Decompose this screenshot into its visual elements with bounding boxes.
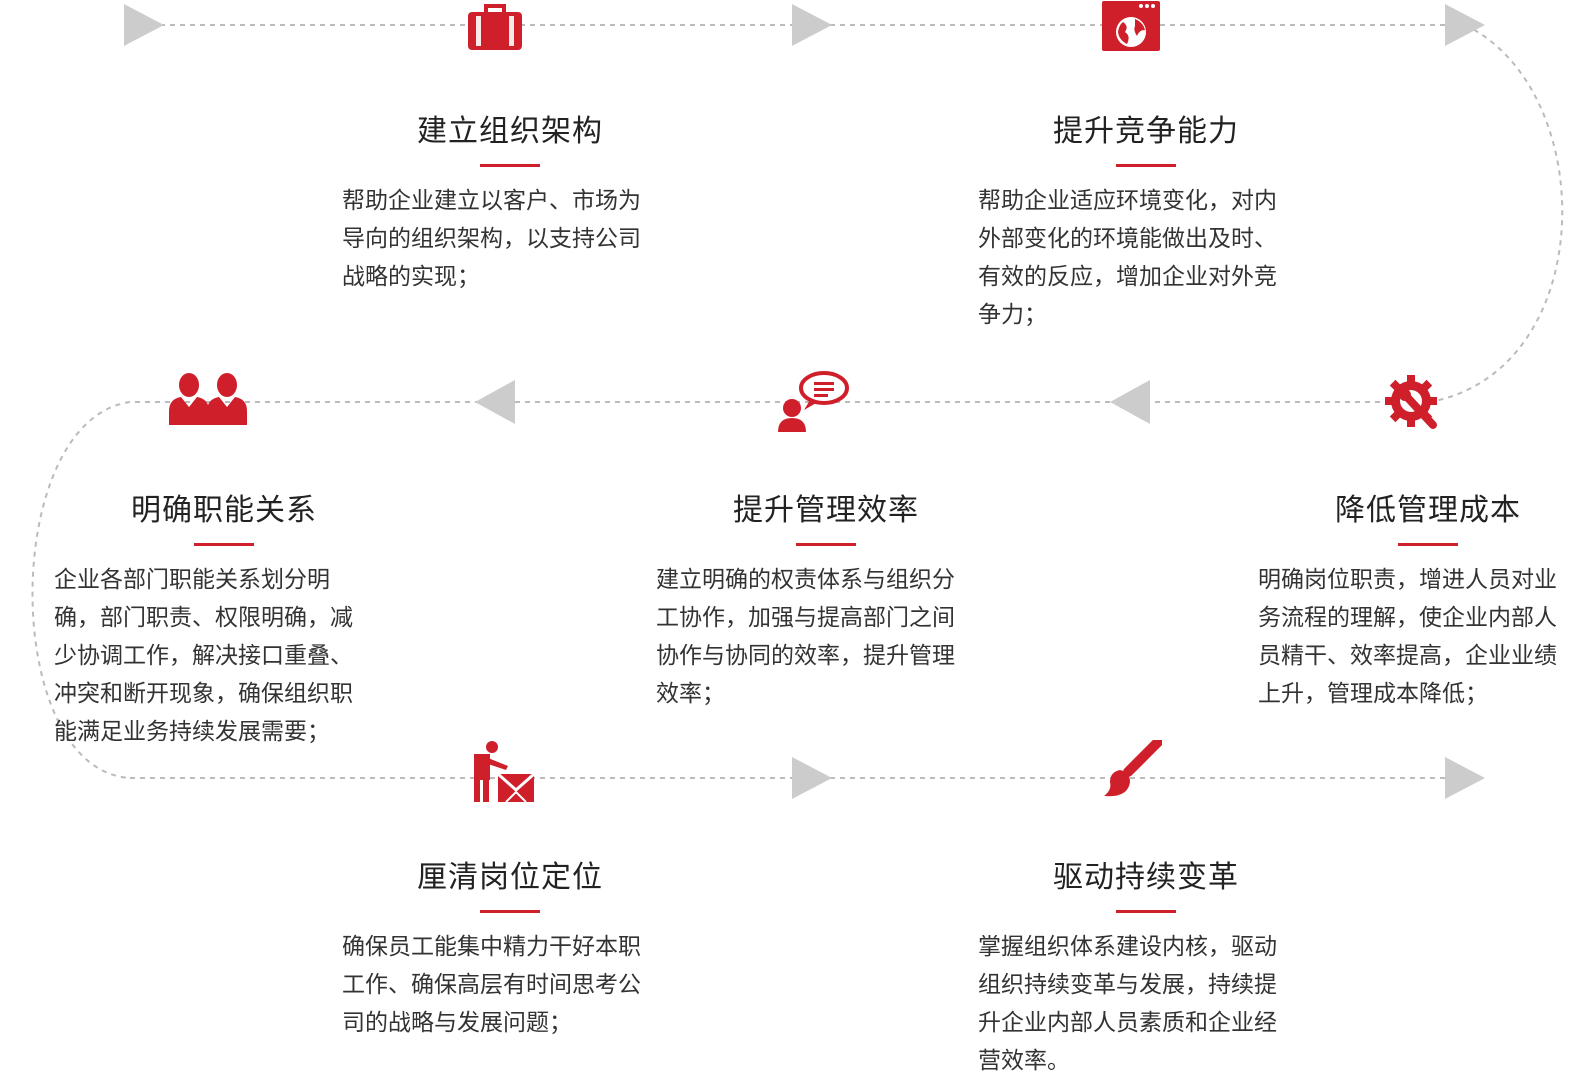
step-title: 厘清岗位定位: [417, 860, 603, 895]
person-speech-icon: [778, 371, 849, 432]
step-title: 降低管理成本: [1335, 493, 1521, 528]
step-description: 明确岗位职责，增进人员对业务流程的理解，使企业内部人员精干、效率提高，企业业绩上…: [1258, 567, 1557, 707]
globe-browser-icon: [1102, 1, 1160, 51]
title-underline: [194, 543, 254, 546]
step-title: 提升管理效率: [733, 493, 919, 528]
title-underline: [1116, 164, 1176, 167]
title-underline: [1398, 543, 1458, 546]
two-persons-icon: [169, 373, 247, 425]
step-reduce-management-cost: 降低管理成本 明确岗位职责，增进人员对业务流程的理解，使企业内部人员精干、效率提…: [1258, 491, 1588, 713]
arrow-right: [792, 4, 832, 46]
step-title: 明确职能关系: [131, 493, 317, 528]
step-drive-continuous-change: 驱动持续变革 掌握组织体系建设内核，驱动组织持续变革与发展，持续提升企业内部人员…: [978, 858, 1306, 1080]
step-improve-competitiveness: 提升竞争能力 帮助企业适应环境变化，对内外部变化的环境能做出及时、有效的反应，增…: [978, 112, 1306, 334]
step-build-organization: 建立组织架构 帮助企业建立以客户、市场为导向的组织架构，以支持公司战略的实现；: [342, 112, 670, 296]
flow-curve-right: [1429, 24, 1564, 403]
step-clarify-position: 厘清岗位定位 确保员工能集中精力干好本职工作、确保高层有时间思考公司的战略与发展…: [342, 858, 670, 1042]
title-underline: [1116, 910, 1176, 913]
step-title: 驱动持续变革: [1053, 860, 1239, 895]
paint-brush-icon: [1104, 740, 1162, 797]
step-description: 帮助企业建立以客户、市场为导向的组织架构，以支持公司战略的实现；: [342, 188, 641, 290]
flow-curve-left: [31, 401, 131, 779]
step-description: 建立明确的权责体系与组织分工协作，加强与提高部门之间协作与协同的效率，提升管理效…: [656, 567, 955, 707]
step-description: 掌握组织体系建设内核，驱动组织持续变革与发展，持续提升企业内部人员素质和企业经营…: [978, 934, 1277, 1074]
arrow-right: [1445, 4, 1485, 46]
worker-envelope-icon: [474, 741, 535, 803]
step-improve-management-efficiency: 提升管理效率 建立明确的权责体系与组织分工协作，加强与提高部门之间协作与协同的效…: [656, 491, 986, 713]
step-title: 提升竞争能力: [1053, 114, 1239, 149]
gear-wrench-icon: [1385, 375, 1437, 429]
step-title: 建立组织架构: [417, 114, 603, 149]
arrow-left: [475, 380, 515, 424]
arrow-left: [1110, 380, 1150, 424]
arrow-right: [1445, 757, 1485, 799]
title-underline: [480, 164, 540, 167]
briefcase-icon: [468, 4, 522, 50]
arrow-right: [792, 757, 832, 799]
title-underline: [796, 543, 856, 546]
title-underline: [480, 910, 540, 913]
arrow-right: [124, 4, 164, 46]
step-description: 帮助企业适应环境变化，对内外部变化的环境能做出及时、有效的反应，增加企业对外竞争…: [978, 188, 1277, 328]
step-clarify-function-relations: 明确职能关系 企业各部门职能关系划分明确，部门职责、权限明确，减少协调工作，解决…: [54, 491, 384, 751]
step-description: 确保员工能集中精力干好本职工作、确保高层有时间思考公司的战略与发展问题；: [342, 934, 641, 1036]
step-description: 企业各部门职能关系划分明确，部门职责、权限明确，减少协调工作，解决接口重叠、冲突…: [54, 567, 353, 745]
